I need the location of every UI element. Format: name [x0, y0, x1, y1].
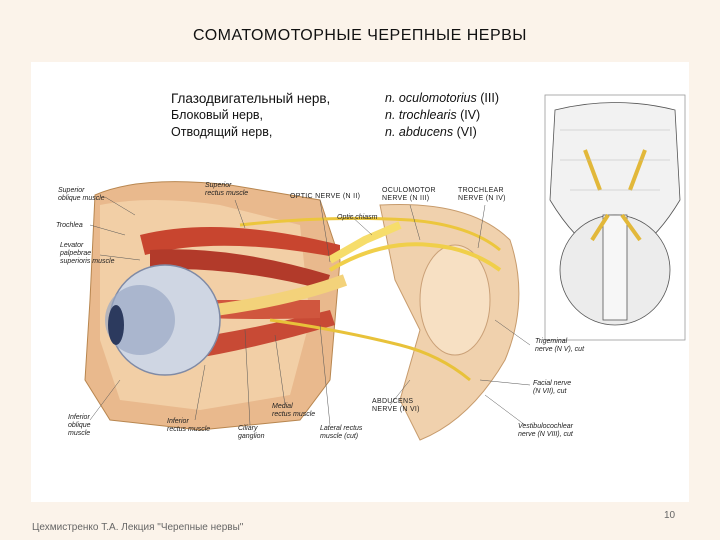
- label-text: Vestibulocochlear nerve (N VIII), cut: [518, 423, 573, 438]
- nerve-row-oculomotor: Глазодвигательный нерв,: [171, 91, 330, 106]
- label-text: TROCHLEAR NERVE (N IV): [458, 187, 506, 202]
- oculomotor-nerve-path: [328, 242, 502, 272]
- pons: [419, 244, 491, 356]
- label-text: OCULOMOTOR NERVE (N III): [382, 187, 436, 202]
- nerve-latin-abducens: n. abducens (VI): [385, 125, 477, 139]
- cranial-numeral: (III): [480, 91, 499, 105]
- label-vestibulocochlear: Vestibulocochlear nerve (N VIII), cut: [518, 423, 573, 439]
- optic-nerve: [214, 274, 348, 316]
- label-trochlea: Trochlea: [56, 222, 83, 230]
- footer-credit: Цехмистренко Т.А. Лекция "Черепные нервы…: [32, 522, 244, 533]
- cranial-numeral: (VI): [456, 125, 477, 139]
- label-trigeminal: Trigeminal nerve (N V), cut: [535, 338, 584, 354]
- latin-prefix: n.: [385, 108, 396, 122]
- cranial-numeral: (IV): [460, 108, 481, 122]
- label-superior-oblique: Superior oblique muscle: [58, 187, 105, 203]
- label-text: Trochlea: [56, 222, 83, 229]
- abducens-nerve-path: [269, 318, 471, 382]
- nerve-ru-name: Отводящий нерв,: [171, 125, 273, 139]
- inset-cranial-nerves: [583, 149, 647, 242]
- label-text: Levator palpebrae superioris muscle: [60, 242, 115, 265]
- label-abducens: ABDUCENS NERVE (N VI): [372, 398, 420, 414]
- optic-chiasm-path: [328, 221, 402, 264]
- label-superior-rectus: Superior rectus muscle: [205, 182, 248, 198]
- label-oculomotor: OCULOMOTOR NERVE (N III): [382, 187, 436, 203]
- inset-sulci: [560, 129, 670, 191]
- label-text: Inferior rectus muscle: [167, 418, 211, 433]
- label-text: OPTIC NERVE (N II): [290, 193, 361, 200]
- nerve-latin-trochlear: n. trochlearis (IV): [385, 108, 480, 122]
- label-levator: Levator palpebrae superioris muscle: [60, 242, 114, 266]
- medulla: [602, 214, 628, 321]
- superior-rectus-muscle: [140, 227, 340, 258]
- label-text: Inferior oblique muscle: [68, 414, 91, 437]
- label-inferior-rectus: Inferior rectus muscle: [167, 418, 210, 434]
- label-inferior-oblique: Inferior oblique muscle: [68, 414, 91, 438]
- label-text: Medial rectus muscle: [272, 403, 316, 418]
- label-optic-nerve: OPTIC NERVE (N II): [290, 193, 360, 201]
- label-text: Facial nerve (N VII), cut: [533, 380, 572, 395]
- label-text: Trigeminal nerve (N V), cut: [535, 338, 585, 353]
- trochlear-nerve-path: [239, 216, 501, 252]
- nerve-ru-name: Блоковый нерв,: [171, 108, 264, 122]
- latin-prefix: n.: [385, 125, 396, 139]
- label-trochlear: TROCHLEAR NERVE (N IV): [458, 187, 506, 203]
- latin-name: oculomotorius: [398, 91, 477, 105]
- nerve-row-trochlear: Блоковый нерв,: [171, 108, 263, 122]
- label-text: Ciliary ganglion: [238, 425, 265, 440]
- slide-title: СОМАТОМОТОРНЫЕ ЧЕРЕПНЫЕ НЕРВЫ: [193, 27, 527, 44]
- latin-name: abducens: [398, 125, 454, 139]
- label-text: Optic chiasm: [337, 214, 378, 221]
- latin-prefix: n.: [385, 91, 396, 105]
- label-optic-chiasm: Optic chiasm: [337, 214, 377, 222]
- label-text: ABDUCENS NERVE (N VI): [372, 398, 420, 413]
- label-facial: Facial nerve (N VII), cut: [533, 380, 571, 396]
- nerve-latin-oculomotor: n. oculomotorius (III): [385, 91, 499, 105]
- label-ciliary-ganglion: Ciliary ganglion: [238, 425, 264, 441]
- label-lateral-rectus: Lateral rectus muscle (cut): [320, 425, 362, 441]
- label-text: Superior rectus muscle: [205, 182, 249, 197]
- nerve-row-abducens: Отводящий нерв,: [171, 125, 272, 139]
- cornea-iris: [108, 305, 124, 345]
- label-leader-lines: [89, 196, 531, 426]
- latin-name: trochlearis: [398, 108, 457, 122]
- label-text: Superior oblique muscle: [58, 187, 105, 202]
- eye-shading: [105, 285, 175, 355]
- label-medial-rectus: Medial rectus muscle: [272, 403, 315, 419]
- page-number: 10: [664, 510, 676, 521]
- label-text: Lateral rectus muscle (cut): [320, 425, 363, 440]
- nerve-ru-name: Глазодвигательный нерв,: [171, 91, 331, 106]
- levator-muscle: [150, 249, 330, 290]
